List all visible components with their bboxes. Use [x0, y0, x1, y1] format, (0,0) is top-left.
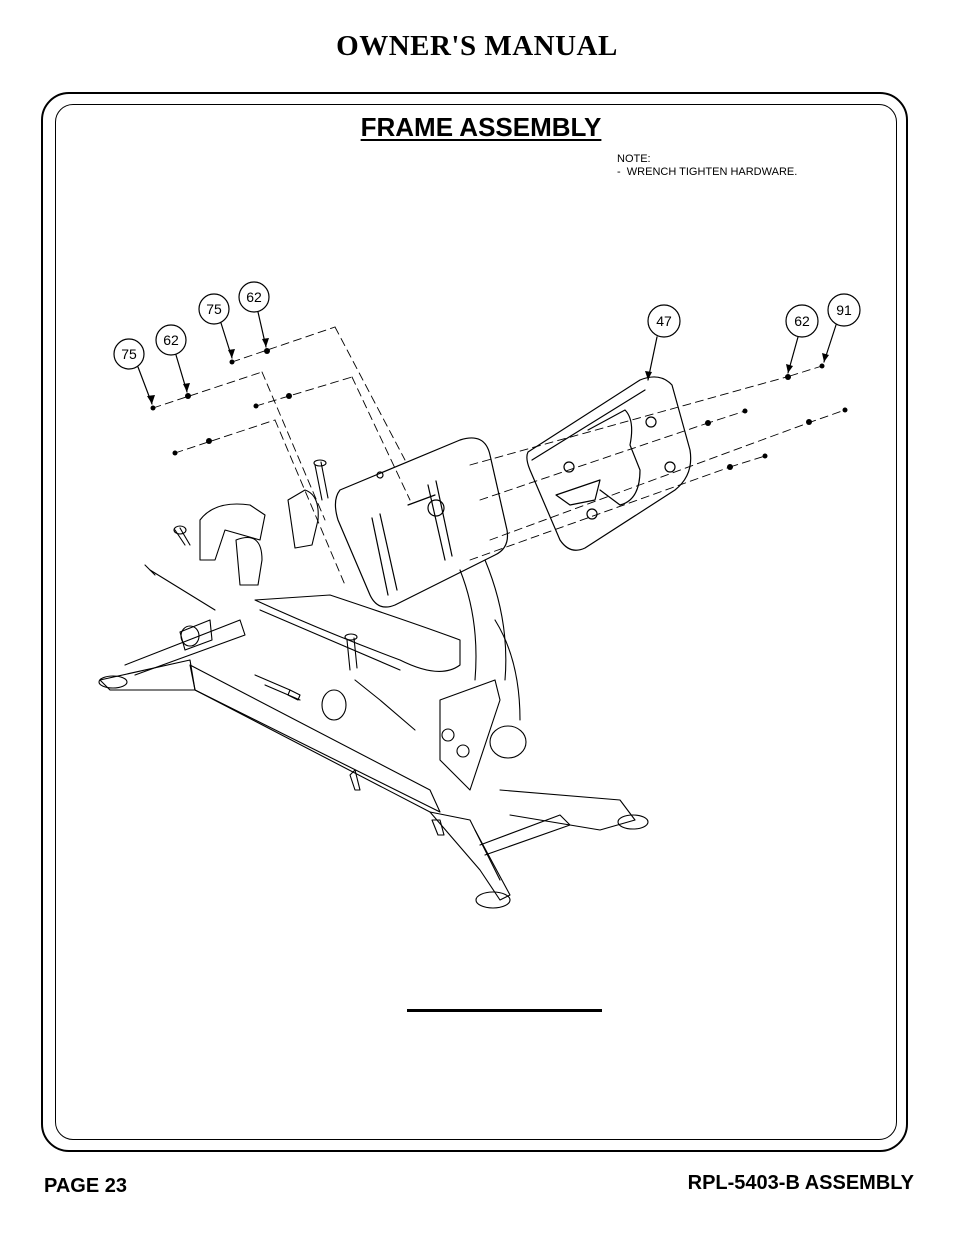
assembly-guide-lines: [152, 326, 846, 586]
inner-border: [55, 104, 897, 1140]
back-plate-part: [334, 437, 509, 608]
callout-bubbles: [113, 281, 861, 405]
bench-frame: [98, 459, 649, 909]
page-number: PAGE 23: [44, 1175, 127, 1197]
callout-62-upper: 62: [246, 289, 262, 305]
caption-rule: [407, 1009, 602, 1012]
callout-47: 47: [656, 313, 672, 329]
section-title: FRAME ASSEMBLY: [360, 112, 602, 142]
manual-title: OWNER'S MANUAL: [336, 30, 618, 62]
callout-91: 91: [836, 302, 852, 318]
back-pad-part: [526, 376, 692, 551]
document-id: RPL-5403-B ASSEMBLY: [687, 1172, 914, 1194]
callout-75-upper: 75: [206, 301, 222, 317]
assembly-note: NOTE: - WRENCH TIGHTEN HARDWARE.: [617, 153, 798, 178]
hardware-bolts: [150, 348, 848, 470]
outer-border: [41, 92, 908, 1152]
callout-62-left: 62: [163, 332, 179, 348]
callout-labels: 75 62 75 62 47 62 91: [121, 289, 852, 362]
callout-62-right: 62: [794, 313, 810, 329]
callout-75-left: 75: [121, 346, 137, 362]
